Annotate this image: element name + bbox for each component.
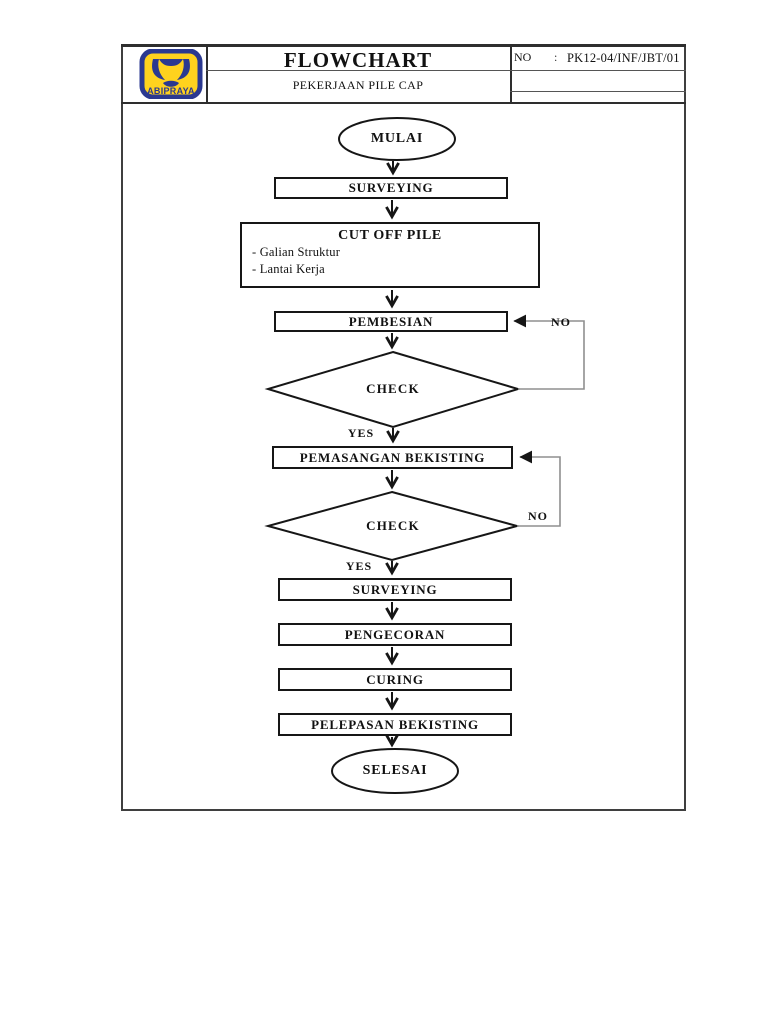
node-curing: CURING (278, 668, 512, 691)
node-curing-label: CURING (366, 671, 424, 687)
check-2-no-label: NO (528, 509, 548, 523)
page-subtitle: PEKERJAAN PILE CAP (292, 78, 424, 92)
check-1-yes-label: YES (347, 426, 375, 440)
node-pembesian: PEMBESIAN (274, 311, 508, 332)
node-pemasangan-bekisting-label: PEMASANGAN BEKISTING (299, 449, 486, 465)
check-1-label: CHECK (366, 381, 420, 396)
node-pelepasan-bekisting-label: PELEPASAN BEKISTING (311, 716, 479, 732)
node-surveying-1: SURVEYING (274, 177, 508, 199)
end-terminator-label: SELESAI (362, 763, 428, 778)
node-surveying-2: SURVEYING (278, 578, 512, 601)
node-pembesian-label: PEMBESIAN (348, 313, 434, 329)
loop-check2-no-to-pemasangan (517, 450, 561, 527)
abipraya-logo-icon (139, 49, 203, 99)
doc-number-label: NO (514, 50, 532, 64)
doc-number-separator: : (554, 50, 558, 64)
start-terminator-label: MULAI (370, 131, 424, 146)
start-terminator-shape (338, 117, 456, 161)
node-pemasangan-bekisting: PEMASANGAN BEKISTING (272, 446, 513, 469)
document-top-rule (121, 44, 686, 47)
node-pengecoran-label: PENGECORAN (344, 626, 446, 642)
node-pelepasan-bekisting: PELEPASAN BEKISTING (278, 713, 512, 736)
node-pengecoran: PENGECORAN (278, 623, 512, 646)
logo-wordmark: ABIPRAYA (147, 86, 195, 96)
node-surveying-2-label: SURVEYING (352, 581, 438, 597)
doc-number-value: PK12-04/INF/JBT/01 (567, 51, 680, 65)
loop-check1-no-to-pembesian (513, 314, 585, 390)
header-divider-horizontal-2 (510, 91, 686, 92)
check-1-diamond-shape (264, 350, 522, 429)
node-cut-off-pile-item-2: - Lantai Kerja (252, 262, 325, 276)
header-divider-horizontal-1 (206, 70, 686, 71)
node-cut-off-pile: CUT OFF PILE - Galian Struktur - Lantai … (240, 222, 540, 288)
check-2-yes-label: YES (345, 559, 373, 573)
check-2-diamond-shape (264, 490, 521, 562)
header-bottom-rule (121, 102, 686, 104)
abipraya-logo-graphic (139, 49, 203, 99)
node-surveying-1-label: SURVEYING (348, 180, 434, 195)
end-terminator-shape (331, 748, 459, 794)
header-divider-vertical-2 (510, 44, 512, 104)
check-2-label: CHECK (366, 518, 420, 533)
page-title: FLOWCHART (283, 48, 433, 72)
check-1-no-label: NO (551, 315, 571, 329)
node-cut-off-pile-item-1: - Galian Struktur (252, 245, 341, 259)
node-cut-off-pile-title: CUT OFF PILE (338, 228, 442, 243)
header-divider-vertical-1 (206, 44, 208, 104)
